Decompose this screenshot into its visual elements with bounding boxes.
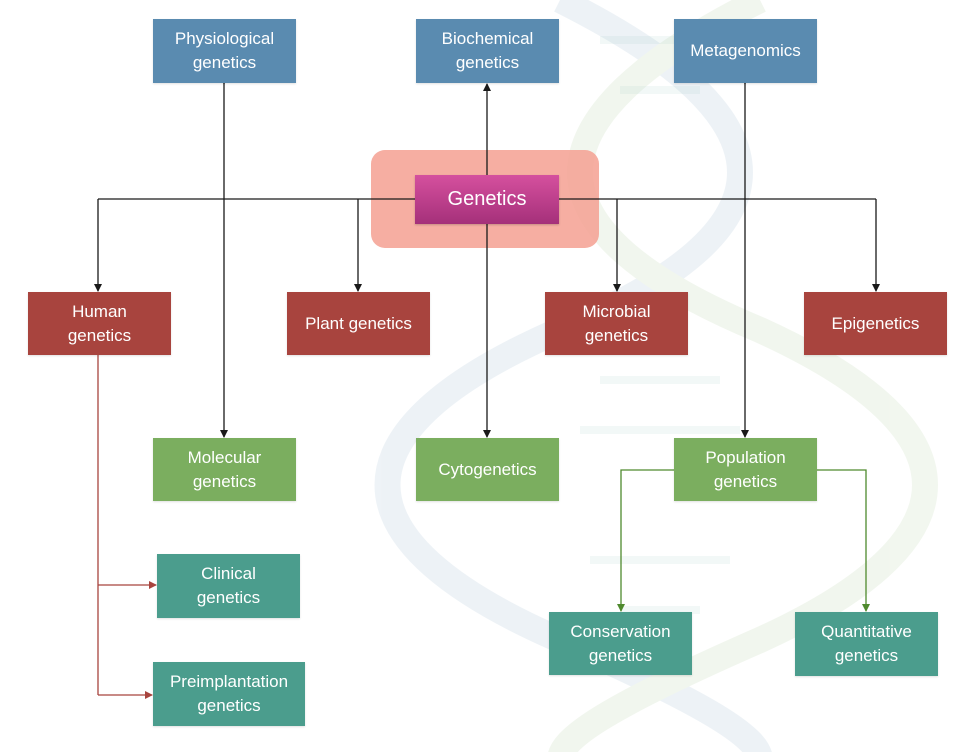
node-physiological-genetics: Physiological genetics — [153, 19, 296, 83]
node-epigenetics: Epigenetics — [804, 292, 947, 355]
cytogenetics-label: Cytogenetics — [438, 459, 537, 479]
human-genetics-label: Human genetics — [67, 301, 132, 345]
preimplantation-genetics-label: Preimplantation genetics — [169, 672, 289, 715]
node-plant-genetics: Plant genetics — [287, 292, 430, 355]
node-quantitative-genetics: Quantitative genetics — [795, 612, 938, 676]
molecular-genetics-label: Molecular genetics — [187, 447, 262, 491]
epigenetics-label: Epigenetics — [831, 313, 920, 333]
metagenomics-label: Metagenomics — [690, 41, 801, 60]
node-clinical-genetics: Clinical genetics — [157, 554, 300, 618]
physiological-genetics-label: Physiological genetics — [174, 29, 275, 72]
node-conservation-genetics: Conservation genetics — [549, 612, 692, 675]
node-biochemical-genetics: Biochemical genetics — [416, 19, 559, 83]
genetics-center-node: Genetics — [415, 175, 559, 224]
microbial-genetics-label: Microbial genetics — [582, 301, 651, 345]
node-metagenomics: Metagenomics — [674, 19, 817, 83]
biochemical-genetics-label: Biochemical genetics — [441, 29, 534, 72]
node-preimplantation-genetics: Preimplantation genetics — [153, 662, 305, 726]
edge-to-quantitative — [817, 469, 870, 612]
genetics-center-label: Genetics — [447, 188, 527, 210]
plant-genetics-label: Plant genetics — [305, 313, 412, 333]
clinical-genetics-label: Clinical genetics — [196, 564, 261, 607]
node-microbial-genetics: Microbial genetics — [545, 292, 688, 355]
node-cytogenetics: Cytogenetics — [416, 438, 559, 501]
edge-to-conservation — [617, 469, 674, 612]
conservation-genetics-label: Conservation genetics — [570, 621, 671, 665]
population-genetics-label: Population genetics — [705, 447, 786, 491]
node-human-genetics: Human genetics — [28, 292, 171, 355]
node-population-genetics: Population genetics — [674, 438, 817, 501]
node-molecular-genetics: Molecular genetics — [153, 438, 296, 501]
quantitative-genetics-label: Quantitative genetics — [821, 622, 912, 665]
